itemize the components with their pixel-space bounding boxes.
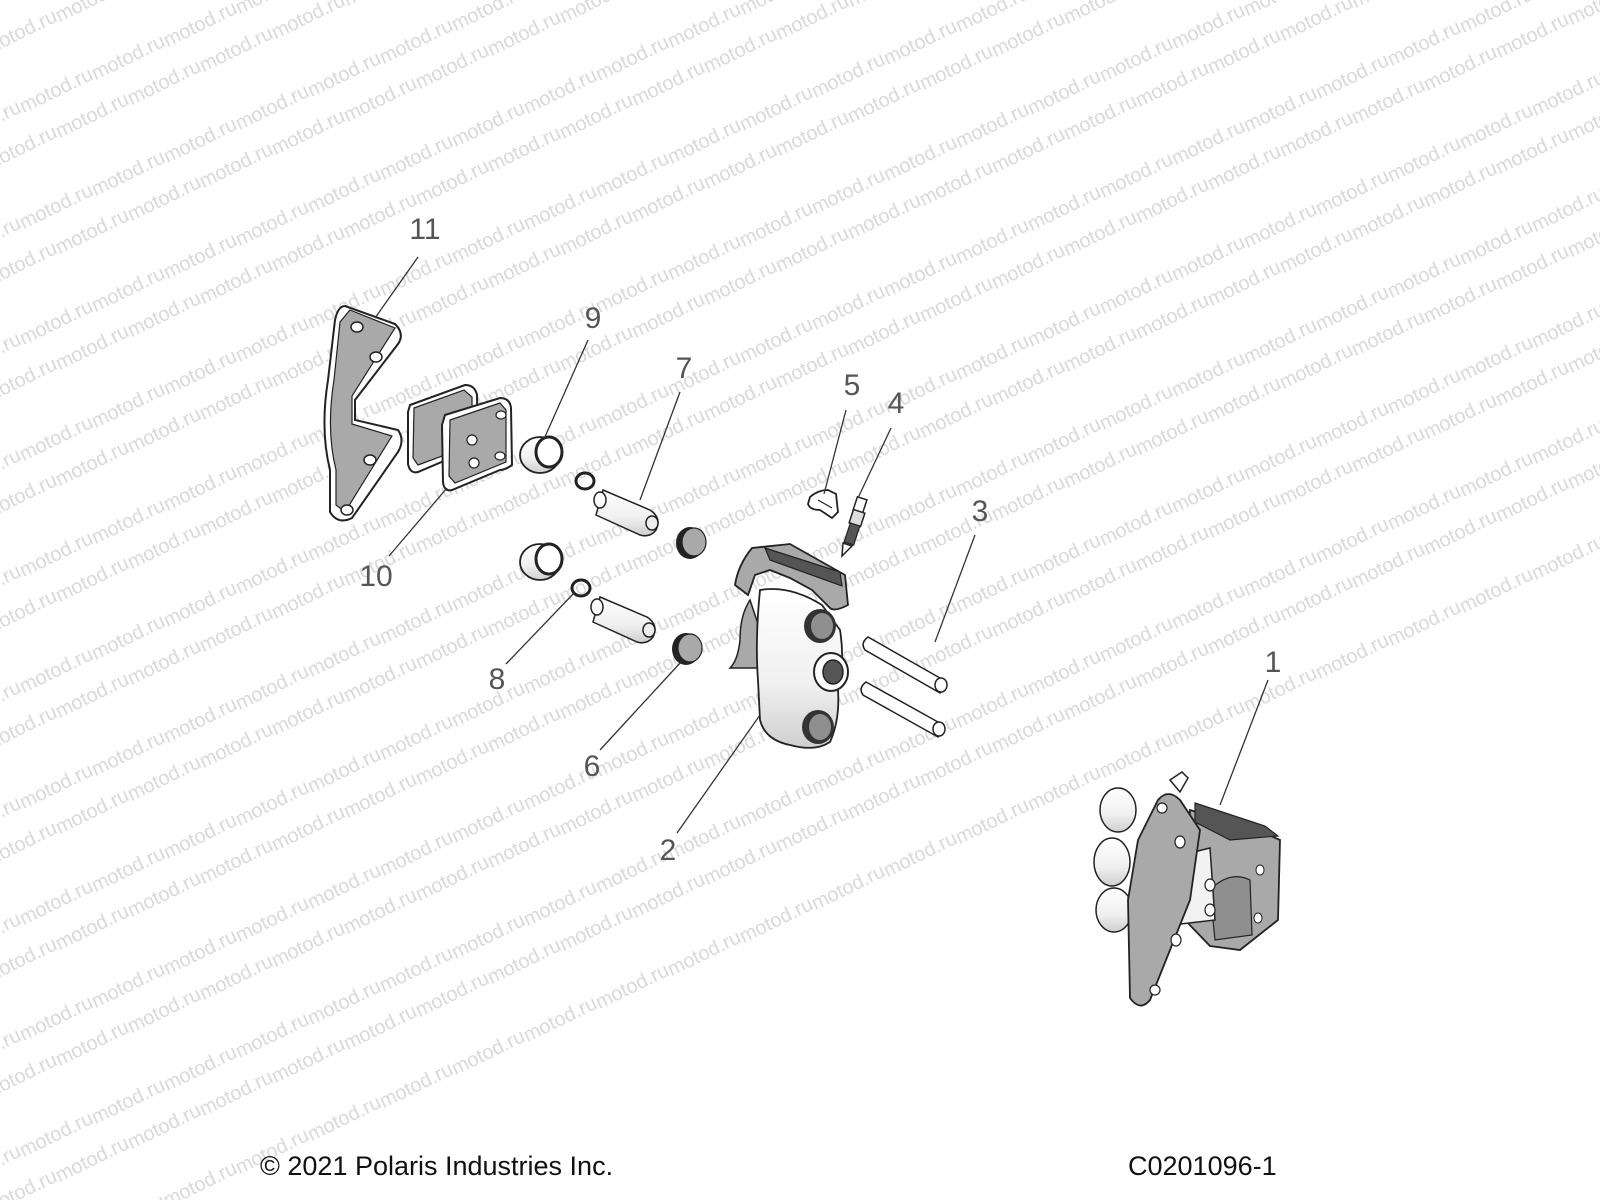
brake-caliper-assembly-part — [1093, 771, 1281, 1007]
bleeder-screw-part — [841, 495, 868, 558]
pad-pin-part — [860, 636, 948, 738]
piston-part — [672, 527, 707, 665]
callout-4: 4 — [887, 387, 905, 420]
mounting-bracket-part — [323, 304, 403, 522]
callout-11: 11 — [409, 213, 441, 246]
boot-part — [519, 435, 564, 581]
callout-8: 8 — [488, 663, 506, 696]
callout-3: 3 — [971, 495, 989, 528]
bleeder-cap-part — [807, 489, 839, 520]
brake-pad-set-part — [407, 383, 514, 492]
callout-9: 9 — [584, 302, 602, 335]
callout-6: 6 — [583, 750, 601, 783]
callout-5: 5 — [843, 369, 861, 402]
callout-1: 1 — [1264, 646, 1282, 679]
callout-10: 10 — [359, 560, 393, 593]
leader-lines — [374, 256, 1269, 834]
callout-2: 2 — [659, 834, 677, 867]
caliper-housing-part — [728, 543, 849, 749]
callout-7: 7 — [675, 352, 693, 385]
copyright-notice: © 2021 Polaris Industries Inc. — [260, 1151, 614, 1181]
o-ring-part — [570, 471, 596, 598]
slide-pin-part — [590, 488, 659, 644]
drawing-id: C0201096-1 — [1128, 1151, 1277, 1181]
